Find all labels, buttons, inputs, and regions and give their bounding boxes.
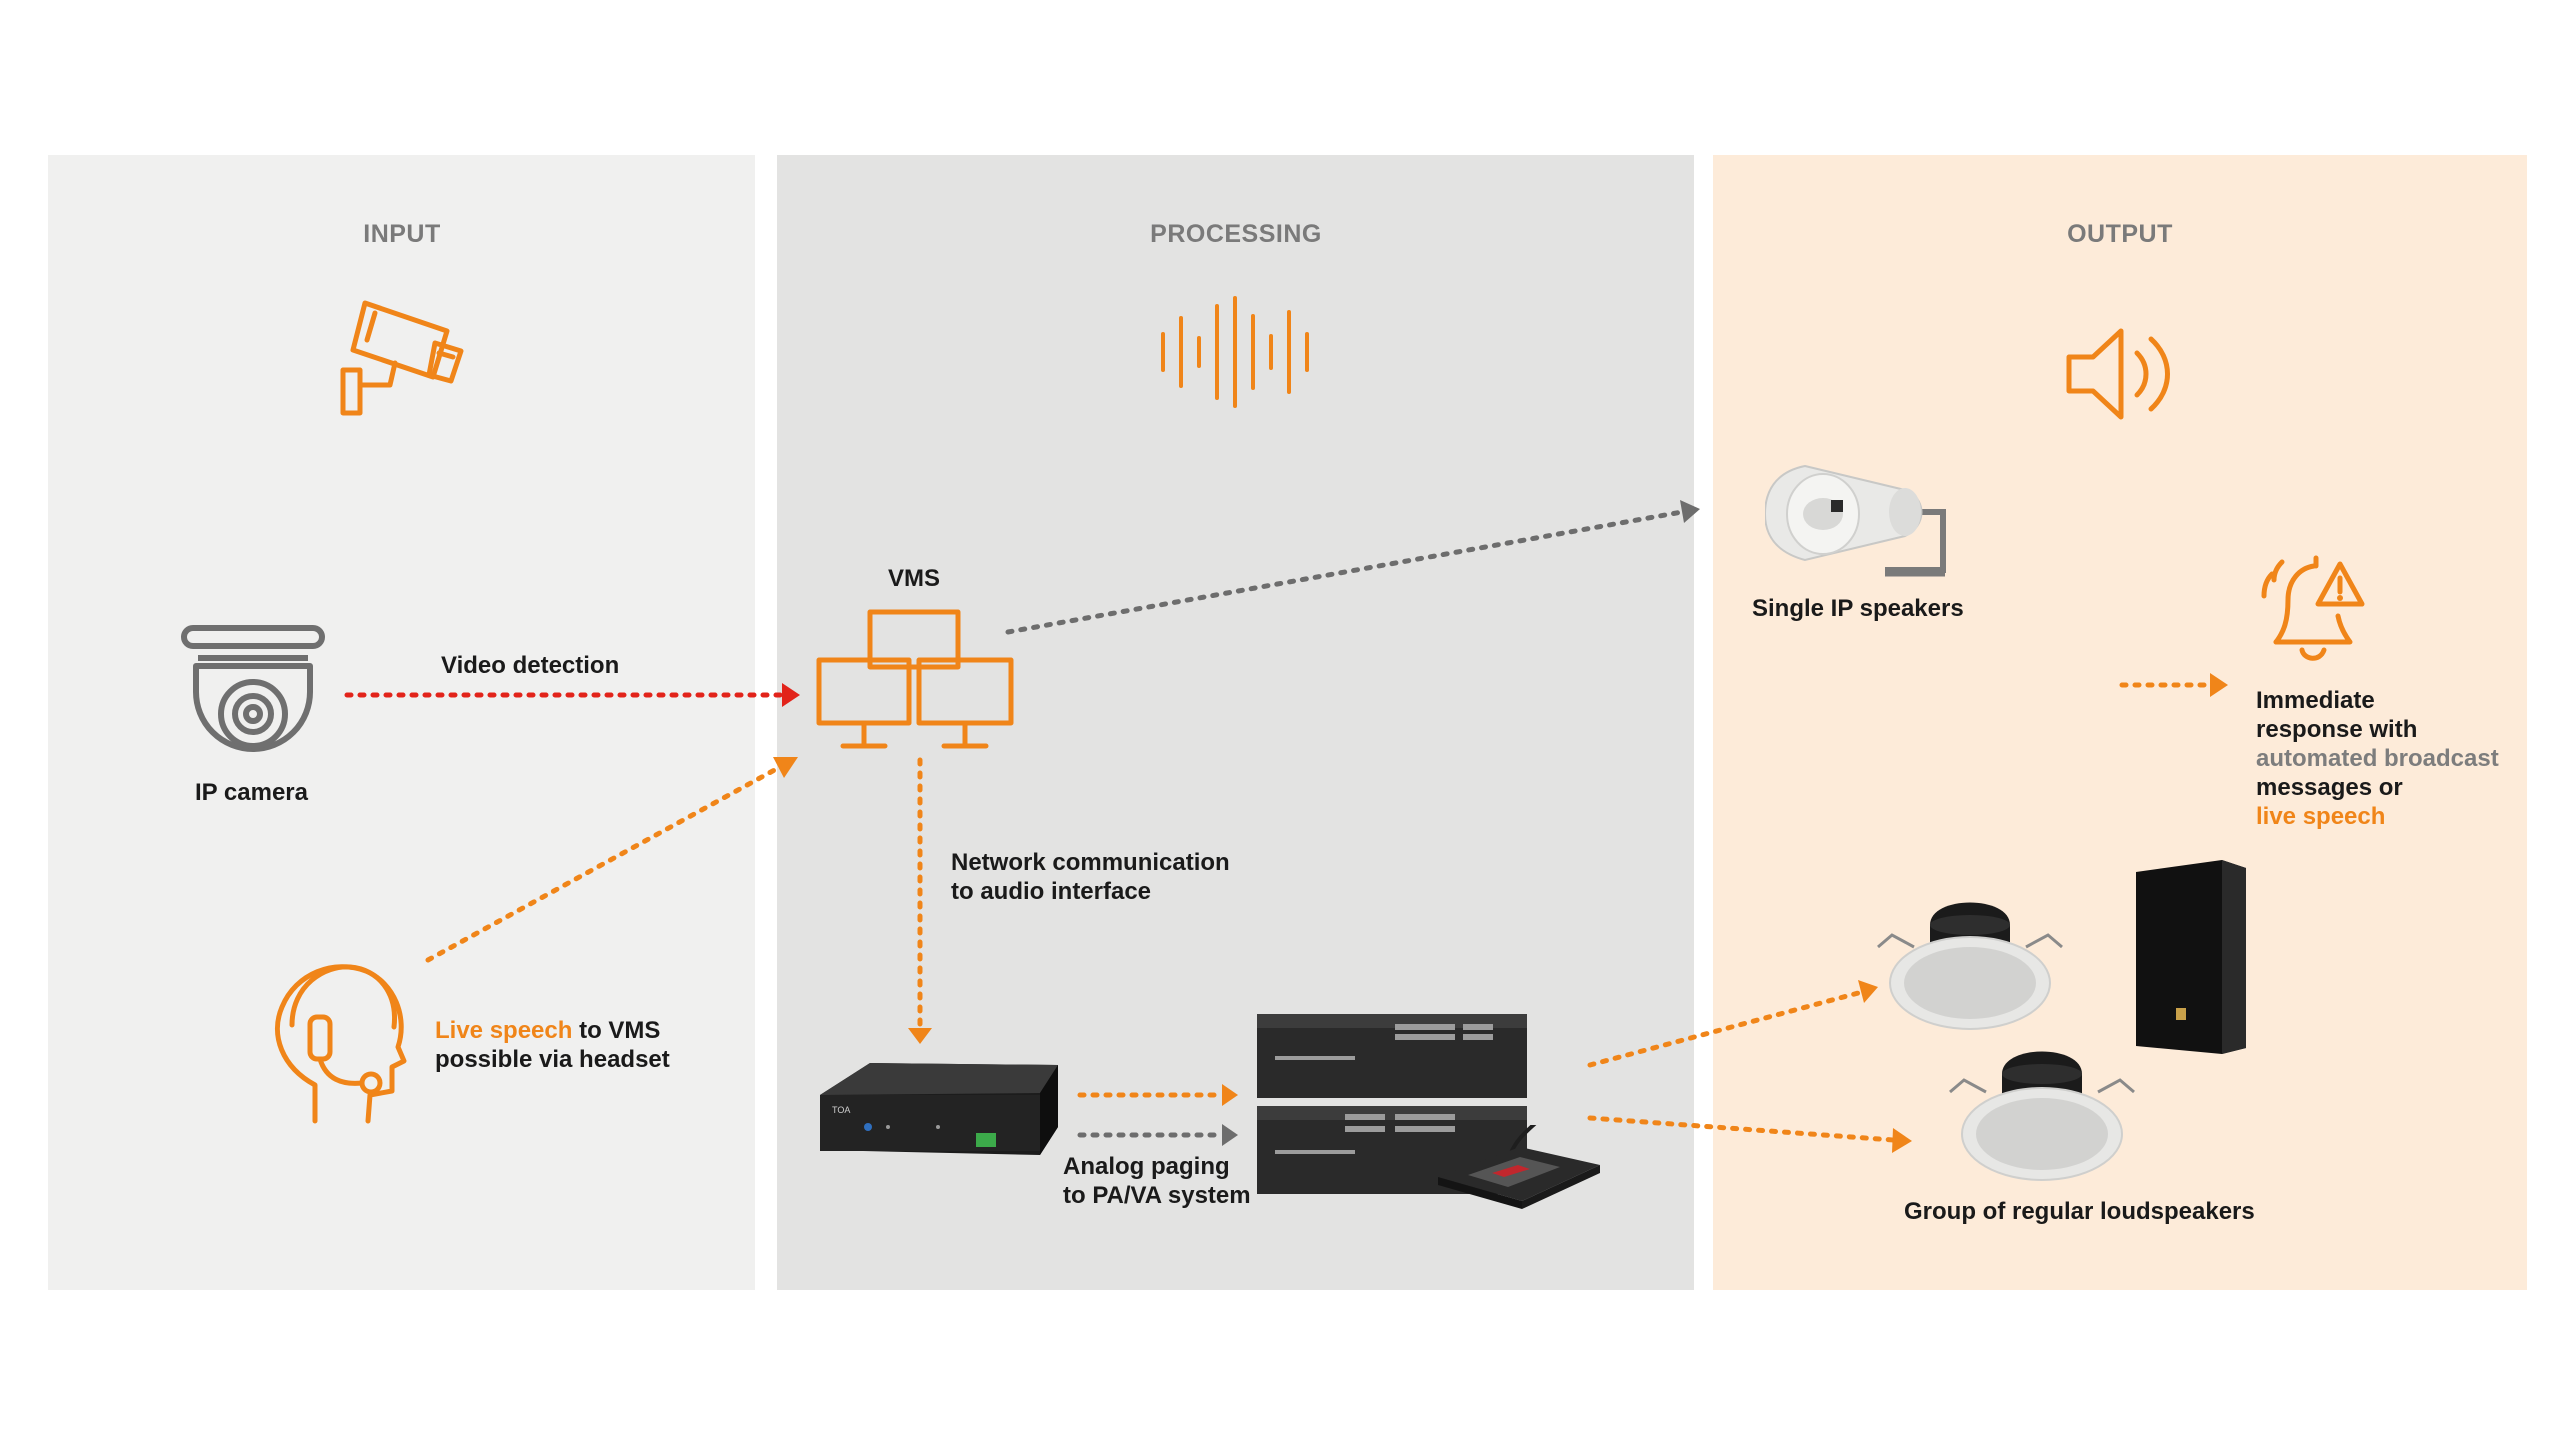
security-camera-icon xyxy=(340,300,464,416)
immediate-response-label: Immediate response with automated broadc… xyxy=(2256,686,2499,831)
heading-input: INPUT xyxy=(363,220,441,248)
paging-microphone xyxy=(1438,1125,1600,1209)
vms-to-ip-speaker-arrow xyxy=(1005,500,1700,635)
live-speech-arrow xyxy=(425,757,798,963)
interface-to-rack-orange-arrow xyxy=(1077,1084,1238,1106)
horn-ip-speaker xyxy=(1765,464,1946,577)
vms-label: VMS xyxy=(888,565,941,592)
wall-speaker xyxy=(2136,860,2246,1054)
analog-line1: Analog paging xyxy=(1063,1153,1230,1180)
vms-to-interface-arrow xyxy=(908,757,932,1044)
vms-monitors-icon xyxy=(816,609,1014,749)
heading-output: OUTPUT xyxy=(2067,220,2173,248)
ceiling-speaker xyxy=(1877,902,2063,1030)
analog-paging-label: Analog paging to PA/VA system xyxy=(1063,1152,1251,1210)
ceiling-speaker xyxy=(1949,1051,2135,1181)
response-line2: response with xyxy=(2256,716,2418,743)
live-speech-line2: possible via headset xyxy=(435,1046,670,1073)
video-detection-arrow xyxy=(344,683,800,707)
video-detection-label: Video detection xyxy=(441,652,620,679)
svg-text:TOA: TOA xyxy=(832,1105,850,1115)
single-ip-speakers-label: Single IP speakers xyxy=(1752,595,1964,622)
pa-va-rack-system xyxy=(1257,1014,1527,1194)
live-speech-target: to VMS xyxy=(572,1017,661,1044)
response-arrow xyxy=(2119,673,2228,697)
audio-interface-box: TOA xyxy=(820,1063,1058,1155)
analog-line2: to PA/VA system xyxy=(1063,1182,1251,1209)
response-line3: automated broadcast xyxy=(2256,745,2499,772)
input-panel xyxy=(48,155,755,1290)
dome-camera-icon xyxy=(181,625,325,752)
rack-to-ceiling-speaker-arrow-2 xyxy=(1587,1115,1912,1153)
heading-processing: PROCESSING xyxy=(1150,220,1322,248)
network-line2: to audio interface xyxy=(951,878,1152,905)
group-loudspeakers-label: Group of regular loudspeakers xyxy=(1904,1198,2255,1225)
network-communication-label: Network communication to audio interface xyxy=(951,848,1230,906)
response-line5: live speech xyxy=(2256,803,2386,830)
alert-bell-icon xyxy=(2261,555,2365,661)
rack-to-ceiling-speaker-arrow-1 xyxy=(1587,980,1878,1068)
network-line1: Network communication xyxy=(951,849,1230,876)
speaker-volume-icon xyxy=(2066,328,2170,420)
ip-camera-label: IP camera xyxy=(195,779,308,806)
response-line4: messages or xyxy=(2256,774,2403,801)
live-speech-label: Live speech to VMS possible via headset xyxy=(435,1016,670,1074)
live-speech-highlight: Live speech xyxy=(435,1017,573,1044)
response-line1: Immediate xyxy=(2256,687,2375,714)
interface-to-rack-grey-arrow xyxy=(1077,1124,1238,1146)
headset-operator-icon xyxy=(274,964,407,1124)
sound-wave-icon xyxy=(1161,296,1309,408)
